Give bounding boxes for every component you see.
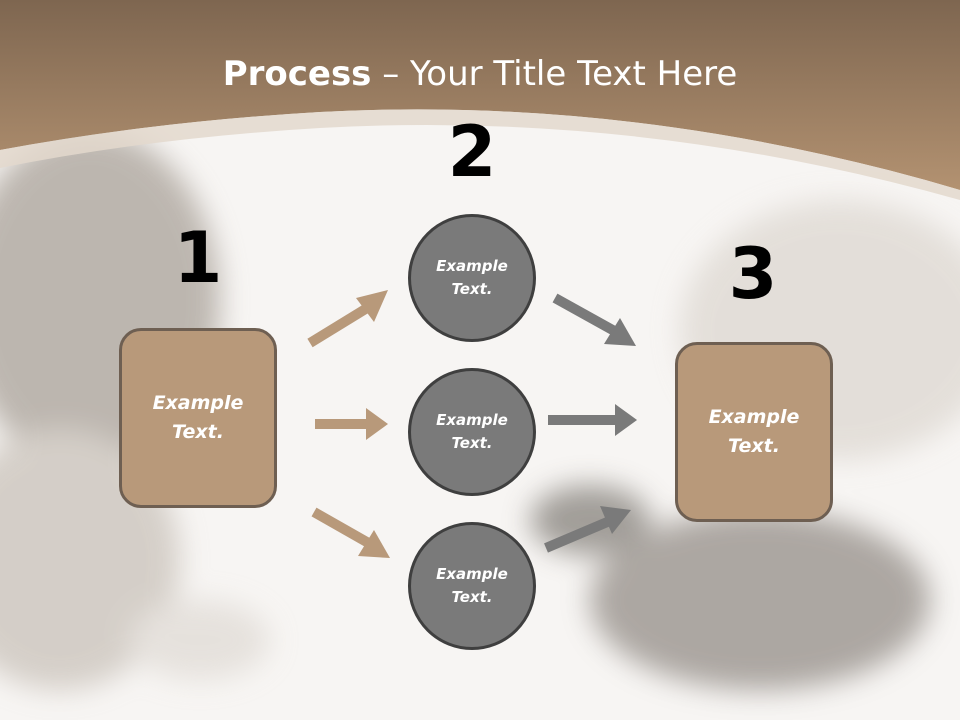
slide-title: Process – Your Title Text Here [0, 52, 960, 96]
title-bold: Process [222, 54, 372, 94]
circle-1-text: Example Text. [436, 257, 508, 298]
circle-2-text: Example Text. [436, 411, 508, 452]
circle-2: Example Text. [408, 368, 536, 496]
step-number-1: 1 [173, 217, 223, 299]
step-number-3: 3 [728, 233, 778, 315]
circle-1: Example Text. [408, 214, 536, 342]
circle-3-text: Example Text. [436, 565, 508, 606]
arrow-box1-to-circle2 [315, 408, 388, 440]
arrow-circle1-to-box3 [552, 293, 636, 346]
step-1-text: Example Text. [152, 392, 244, 443]
step-3-box: Example Text. [675, 342, 833, 522]
title-rest: – Your Title Text Here [371, 54, 738, 94]
step-number-2: 2 [447, 111, 497, 193]
step-1-box: Example Text. [119, 328, 277, 508]
circle-3: Example Text. [408, 522, 536, 650]
arrow-box1-to-circle1 [307, 290, 388, 348]
arrow-box1-to-circle3 [311, 507, 390, 558]
arrow-circle3-to-box3 [544, 506, 631, 553]
step-3-text: Example Text. [708, 406, 800, 457]
arrow-circle2-to-box3 [548, 404, 637, 436]
